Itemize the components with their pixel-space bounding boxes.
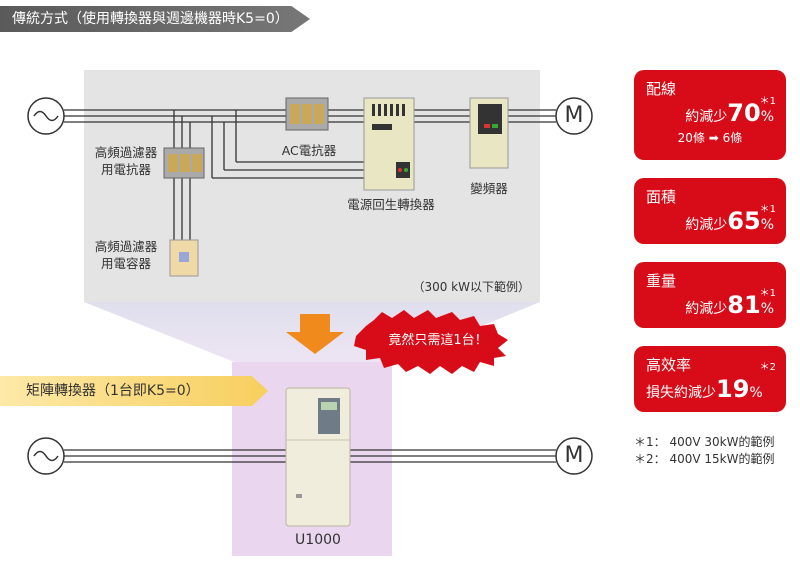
card-weight-title: 重量 [646, 272, 677, 290]
card-wiring-sub: 20條 ➡ 6條 [646, 129, 774, 146]
card-efficiency-unit: % [749, 385, 763, 401]
traditional-header: 傳統方式（使用轉換器與週邊機器時K5=0） [0, 6, 310, 32]
card-efficiency: ＊2 高效率 損失約減少19% [634, 346, 786, 412]
filter-capacitor-label: 高頻過濾器 用電容器 [94, 239, 158, 271]
card-efficiency-prefix: 損失約減少 [646, 385, 716, 401]
card-wiring-value-line: 約減少70% [646, 99, 774, 127]
burst-text: 竟然只需這1台！ [388, 333, 488, 348]
filter-reactor-icon [163, 147, 205, 179]
ac-source-icon-bottom [27, 437, 65, 475]
product-label: U1000 [295, 532, 341, 548]
card-wiring-from: 20條 [677, 131, 705, 145]
card-area-mark: ＊1 [759, 204, 776, 215]
filter-capacitor-icon [169, 239, 199, 277]
matrix-header: 矩陣轉換器（1台即K5=0） [0, 376, 268, 406]
card-area-unit: % [760, 217, 774, 233]
regen-converter-icon [363, 97, 415, 191]
footnote-2: ＊2： 400V 15kW的範例 [634, 452, 775, 466]
card-efficiency-value: 19 [716, 375, 750, 403]
card-weight-value-line: 約減少81% [646, 291, 774, 319]
card-efficiency-value-line: 損失約減少19% [646, 375, 774, 403]
card-wiring-value: 70 [727, 99, 761, 127]
ac-reactor-icon [285, 97, 329, 131]
card-wiring-to: 6條 [722, 131, 743, 145]
card-wiring-unit: % [760, 109, 774, 125]
card-weight-prefix: 約減少 [685, 301, 728, 317]
ac-source-icon-top [27, 97, 65, 135]
footnote-1: ＊1： 400V 30kW的範例 [634, 435, 775, 449]
regen-converter-label: 電源回生轉換器 [347, 197, 435, 212]
range-note: （300 kW以下範例） [412, 280, 530, 294]
matrix-power-lines [64, 449, 556, 463]
card-wiring-mark: ＊1 [759, 96, 776, 107]
inverter-icon [469, 97, 509, 169]
card-area-value: 65 [727, 207, 761, 235]
filter-reactor-label: 高頻過濾器 用電抗器 [94, 145, 158, 177]
motor-icon-bottom [555, 437, 593, 475]
card-area-prefix: 約減少 [685, 217, 728, 233]
down-arrow-icon [286, 314, 344, 354]
card-wiring-title: 配線 [646, 80, 677, 98]
card-weight-mark: ＊1 [759, 288, 776, 299]
card-wiring-prefix: 約減少 [685, 109, 728, 125]
footnotes: ＊1： 400V 30kW的範例 ＊2： 400V 15kW的範例 [634, 434, 774, 468]
card-efficiency-title: 高效率 [646, 356, 692, 374]
motor-label-bottom: M [564, 443, 584, 468]
card-weight-unit: % [760, 301, 774, 317]
u1000-device-icon [285, 387, 351, 527]
card-area: ＊1 面積 約減少65% [634, 178, 786, 244]
card-area-value-line: 約減少65% [646, 207, 774, 235]
ac-reactor-label: AC電抗器 [281, 143, 337, 158]
card-area-title: 面積 [646, 188, 677, 206]
card-efficiency-mark: ＊2 [759, 362, 776, 373]
inverter-label: 變頻器 [470, 181, 508, 196]
card-wiring: ＊1 配線 約減少70% 20條 ➡ 6條 [634, 70, 786, 160]
motor-icon-top [555, 97, 593, 135]
motor-label-top: M [564, 103, 584, 128]
arrow-right-icon: ➡ [708, 131, 719, 145]
card-weight: ＊1 重量 約減少81% [634, 262, 786, 328]
card-weight-value: 81 [727, 291, 761, 319]
burst-shape [354, 310, 508, 374]
